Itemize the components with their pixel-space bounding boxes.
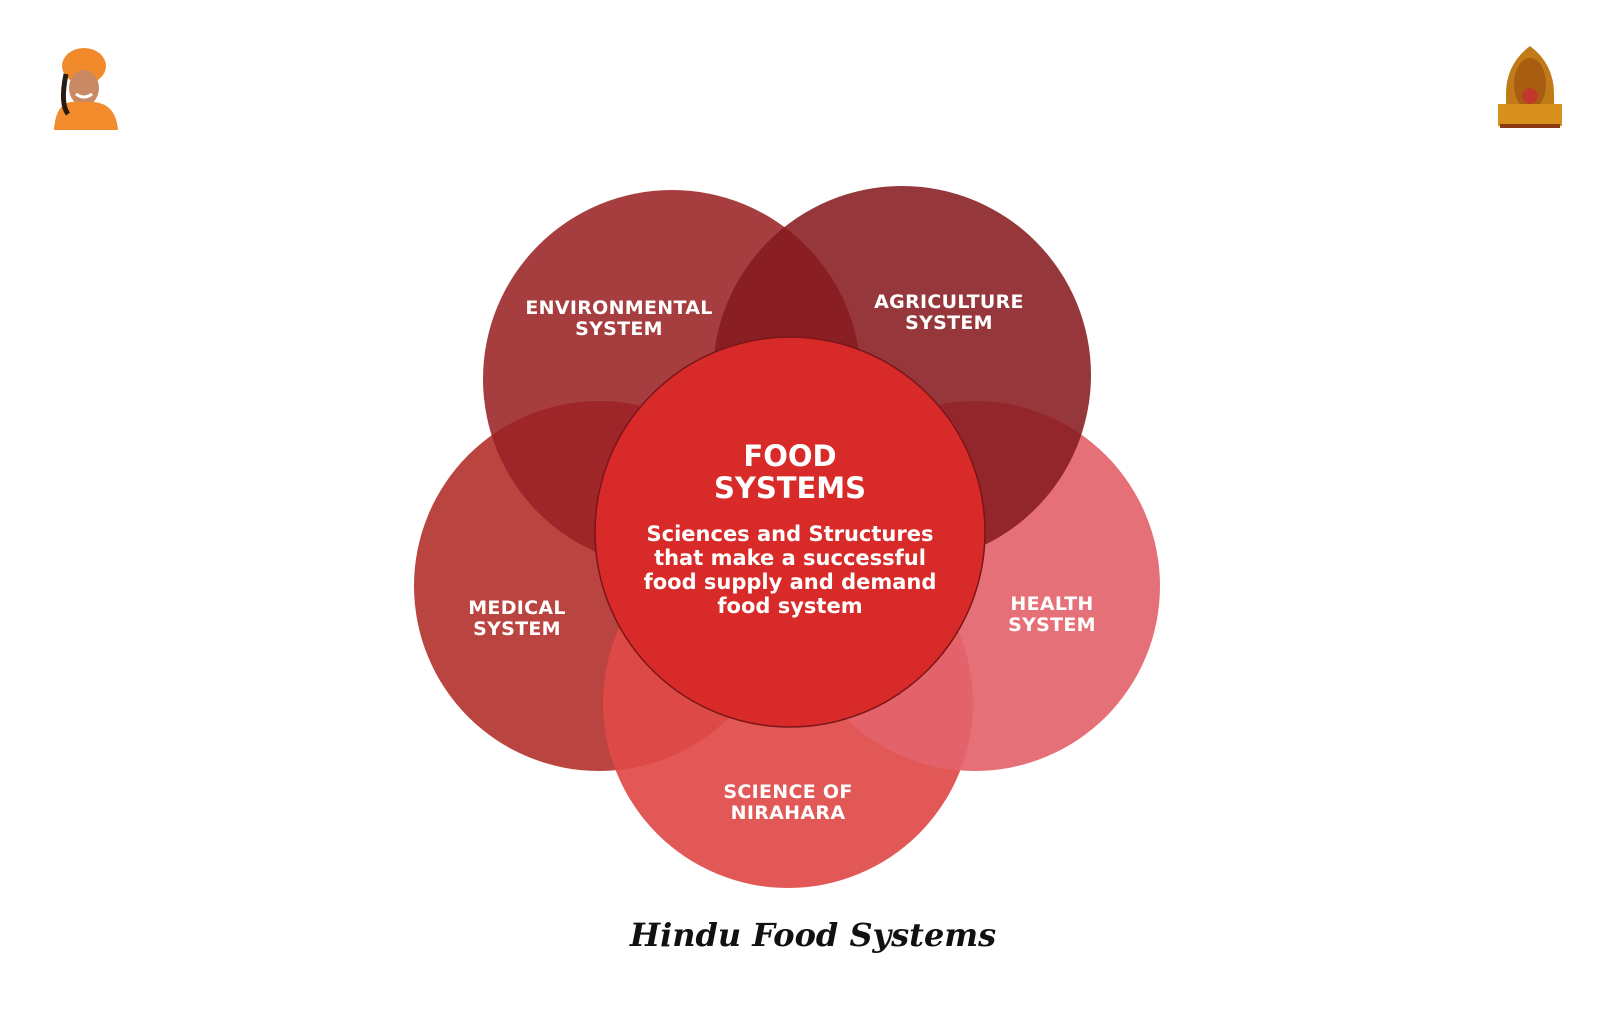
agriculture-system-label: AGRICULTURE SYSTEM xyxy=(874,291,1024,334)
center-title: FOOD SYSTEMS xyxy=(713,439,867,505)
diagram-caption: Hindu Food Systems xyxy=(629,916,997,954)
medical-system-label: MEDICAL SYSTEM xyxy=(468,597,566,640)
guru-portrait-icon xyxy=(46,44,124,134)
environmental-system-label: ENVIRONMENTAL SYSTEM xyxy=(525,297,713,340)
science-of-nirahara-label: SCIENCE OF NIRAHARA xyxy=(723,781,853,824)
center-description: Sciences and Structures that make a succ… xyxy=(643,522,937,618)
health-system-label: HEALTH SYSTEM xyxy=(1008,593,1096,636)
center-circle xyxy=(594,336,986,728)
deity-shrine-icon xyxy=(1494,44,1566,134)
